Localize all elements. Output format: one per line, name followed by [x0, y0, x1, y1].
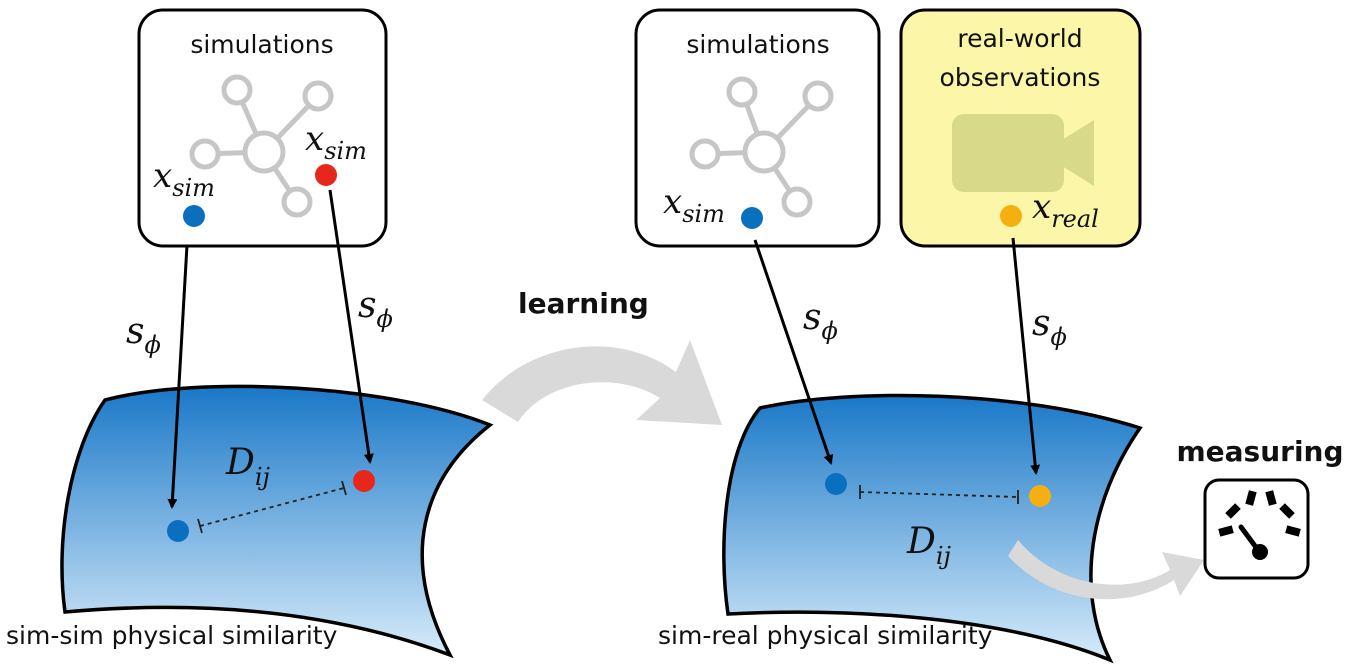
video-camera-icon	[952, 114, 1094, 192]
real-world-title-line1: real-world	[957, 24, 1082, 53]
left-sim-point-red	[315, 164, 337, 186]
real-world-title-line2: observations	[940, 63, 1101, 92]
right-caption: sim-real physical similarity	[658, 621, 993, 650]
right-distance-label: Dij	[906, 521, 952, 570]
left-panel: simulations xsim xsim sϕ	[6, 8, 494, 659]
left-distance-tick-1	[197, 518, 203, 534]
measuring-group: measuring	[1008, 435, 1344, 600]
right-embedded-point-blue	[825, 473, 847, 495]
left-caption: sim-sim physical similarity	[6, 621, 338, 650]
left-arrow-label-1: sϕ	[126, 311, 161, 359]
left-blue-point-label: xsim	[153, 156, 215, 202]
right-arrow-2	[1011, 237, 1041, 475]
right-arrow-label-1: sϕ	[803, 297, 838, 345]
real-point-orange	[1000, 205, 1022, 227]
graph-network-icon	[189, 74, 334, 218]
right-embedded-point-orange	[1029, 485, 1051, 507]
left-distance-line	[199, 487, 345, 527]
transition: learning	[482, 287, 722, 425]
right-arrow-1	[753, 239, 834, 465]
right-panel: simulations xsim real-world observations…	[634, 8, 1143, 664]
measuring-arrow	[1008, 540, 1204, 600]
left-sim-point-blue	[183, 205, 205, 227]
left-manifold	[60, 384, 494, 659]
left-distance-label: Dij	[225, 442, 271, 491]
left-arrow-1	[167, 244, 189, 509]
real-point-label: xreal	[1032, 187, 1099, 233]
left-red-point-label: xsim	[305, 119, 367, 165]
left-arrow-2	[328, 189, 374, 464]
left-embedded-point-red	[353, 470, 375, 492]
measuring-label: measuring	[1176, 435, 1343, 468]
right-distance-line	[859, 491, 1019, 498]
left-distance-tick-2	[341, 480, 347, 496]
graph-network-icon	[689, 76, 834, 218]
left-simulations-title: simulations	[190, 30, 333, 59]
left-embedded-point-blue	[167, 520, 189, 542]
right-simulations-title: simulations	[686, 30, 829, 59]
learning-arrow	[482, 340, 722, 425]
left-arrow-label-2: sϕ	[358, 285, 393, 333]
left-simulations-box	[137, 8, 388, 248]
learning-label: learning	[518, 287, 649, 320]
right-sim-point-blue	[741, 207, 763, 229]
right-sim-point-label: xsim	[663, 182, 725, 228]
right-arrow-label-2: sϕ	[1032, 303, 1067, 351]
gauge-meter-icon	[1203, 478, 1310, 580]
